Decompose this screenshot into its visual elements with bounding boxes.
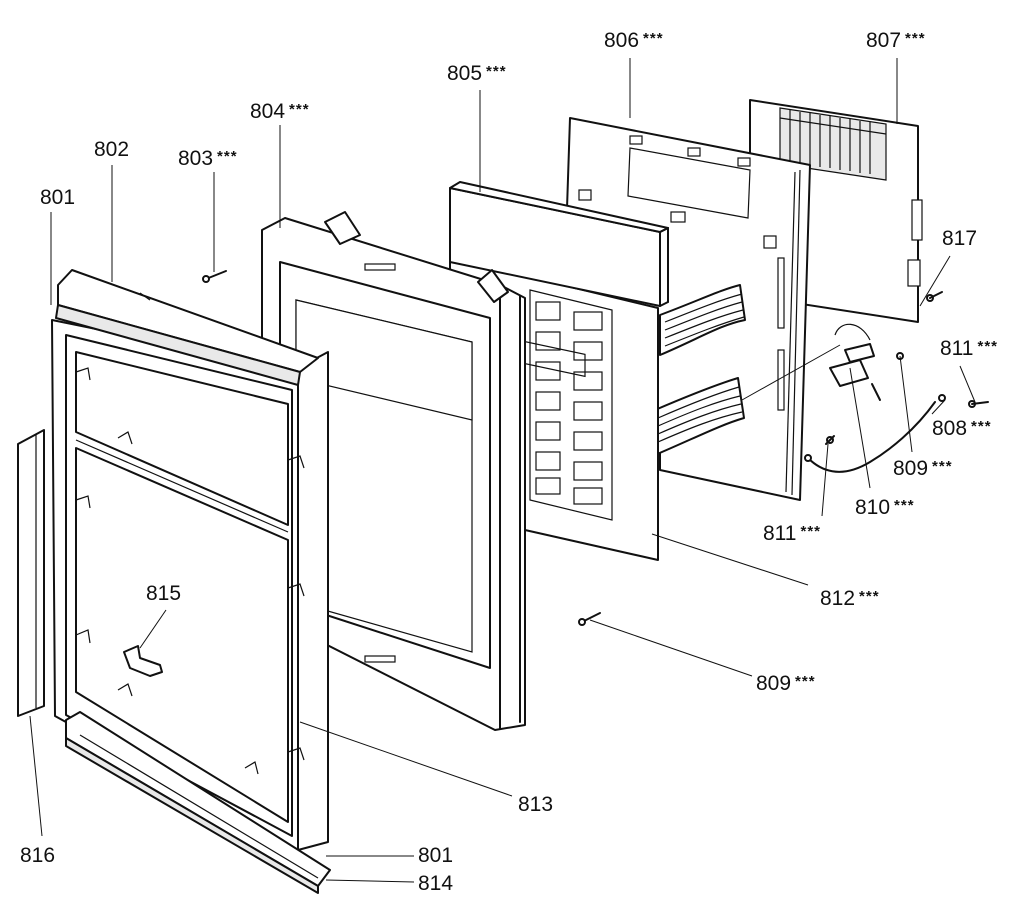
part-802-top-trim <box>55 269 319 386</box>
wiring-assembly <box>804 291 989 473</box>
label-806: 806*** <box>604 29 664 52</box>
label-814: 814 <box>418 872 453 895</box>
label-802: 802 <box>94 138 129 161</box>
label-801-bottom: 801 <box>418 844 453 867</box>
part-803-screw <box>202 270 227 283</box>
label-805: 805*** <box>447 62 507 85</box>
label-816: 816 <box>20 844 55 867</box>
part-813-front-frame <box>51 319 329 851</box>
label-809-right: 809*** <box>893 457 953 480</box>
label-804: 804*** <box>250 100 310 123</box>
label-811-lower: 811*** <box>763 522 821 545</box>
part-809-screw-lower <box>578 612 601 626</box>
label-813: 813 <box>518 793 553 816</box>
label-809-lower: 809*** <box>756 672 816 695</box>
label-810: 810*** <box>855 496 915 519</box>
part-805-display-module <box>449 181 669 378</box>
part-815-clip <box>123 645 163 677</box>
part-816-side-strip <box>17 429 45 717</box>
label-817: 817 <box>942 227 977 250</box>
label-811-right: 811*** <box>940 337 998 360</box>
label-808: 808*** <box>932 417 992 440</box>
part-814-bottom-trim <box>65 711 331 894</box>
part-labels: 801 802 803*** 804*** 805*** 806*** 807*… <box>20 29 998 895</box>
label-815: 815 <box>146 582 181 605</box>
ribbon-cables <box>654 284 746 456</box>
label-801-top: 801 <box>40 186 75 209</box>
part-804-middle-frame <box>261 211 526 731</box>
label-803: 803*** <box>178 147 238 170</box>
label-812: 812*** <box>820 587 880 610</box>
label-807: 807*** <box>866 29 926 52</box>
leader-lines <box>29 58 976 883</box>
